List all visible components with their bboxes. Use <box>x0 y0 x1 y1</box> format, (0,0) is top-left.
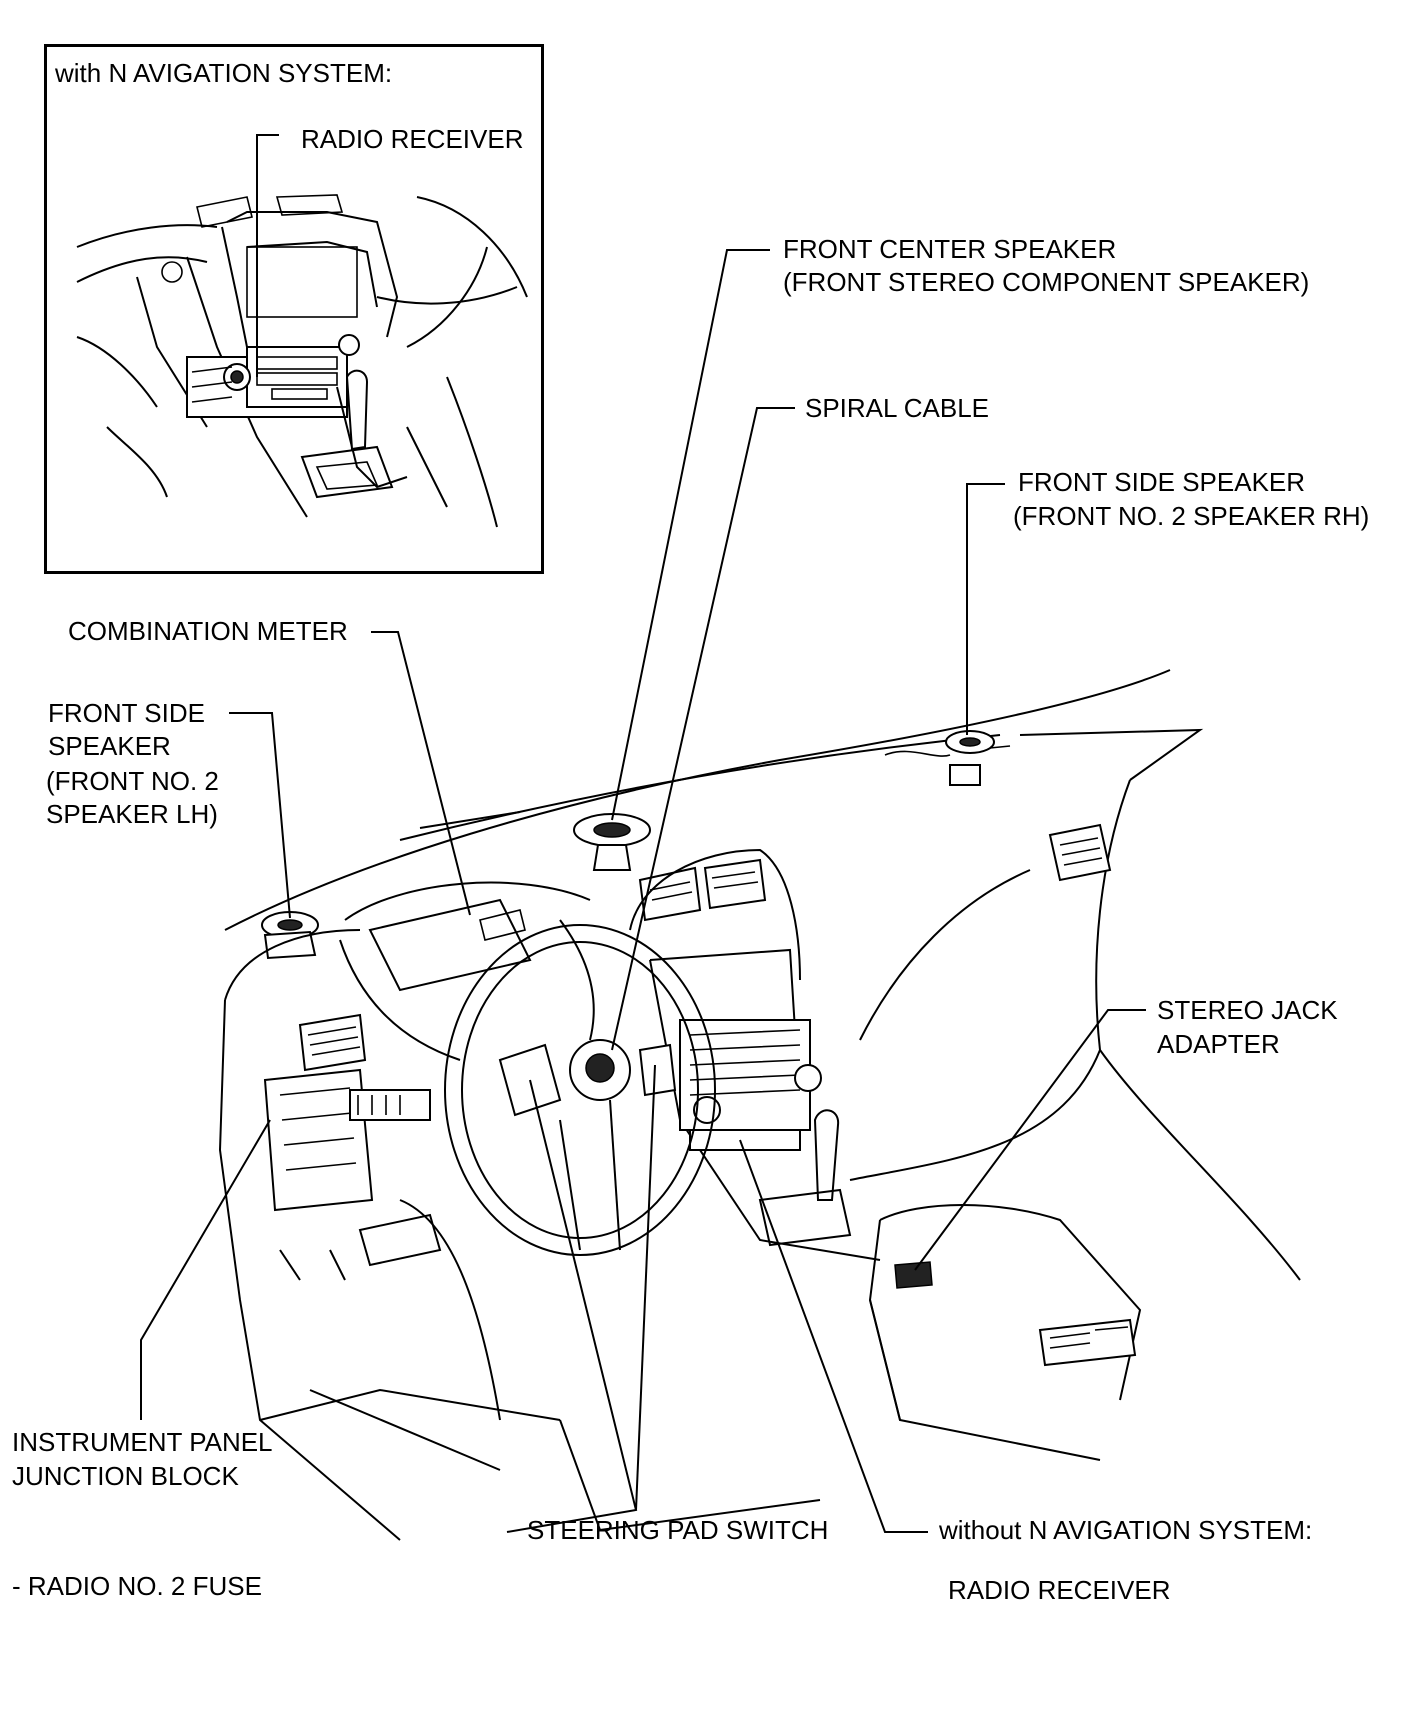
stereo-jack-adapter-label-2: ADAPTER <box>1157 1029 1280 1059</box>
front-side-speaker-lh-label-3: (FRONT NO. 2 <box>46 766 219 796</box>
front-side-speaker-rh-label: FRONT SIDE SPEAKER <box>1018 467 1306 497</box>
steering-pad-switch-label: STEERING PAD SWITCH <box>527 1515 829 1545</box>
front-side-speaker-rh-sublabel: (FRONT NO. 2 SPEAKER RH) <box>1013 501 1370 531</box>
stereo-jack-adapter-label-1: STEREO JACK <box>1157 995 1338 1025</box>
junction-block-label-1: INSTRUMENT PANEL <box>12 1427 273 1457</box>
front-center-speaker-sublabel: (FRONT STEREO COMPONENT SPEAKER) <box>783 267 1310 297</box>
spiral-cable-label: SPIRAL CABLE <box>805 393 990 423</box>
navigation-inset-box: with N AVIGATION SYSTEM: RADIO RECEIVER <box>44 44 544 574</box>
junction-block-label-2: JUNCTION BLOCK <box>12 1461 239 1491</box>
inset-dashboard-illustration <box>76 134 528 528</box>
front-side-speaker-lh-label-2: SPEAKER <box>48 731 171 761</box>
inset-title: with N AVIGATION SYSTEM: <box>55 58 393 88</box>
inset-radio-receiver-label: RADIO RECEIVER <box>301 124 524 154</box>
front-side-speaker-lh-label-1: FRONT SIDE <box>48 698 205 728</box>
front-side-speaker-lh-label-4: SPEAKER LH) <box>46 799 218 829</box>
radio-receiver-label: RADIO RECEIVER <box>948 1575 1171 1605</box>
combination-meter-label: COMBINATION METER <box>68 616 348 646</box>
front-center-speaker-label: FRONT CENTER SPEAKER <box>783 234 1117 264</box>
without-navigation-label: without N AVIGATION SYSTEM: <box>939 1515 1313 1545</box>
radio-no2-fuse-label: - RADIO NO. 2 FUSE <box>12 1571 262 1601</box>
